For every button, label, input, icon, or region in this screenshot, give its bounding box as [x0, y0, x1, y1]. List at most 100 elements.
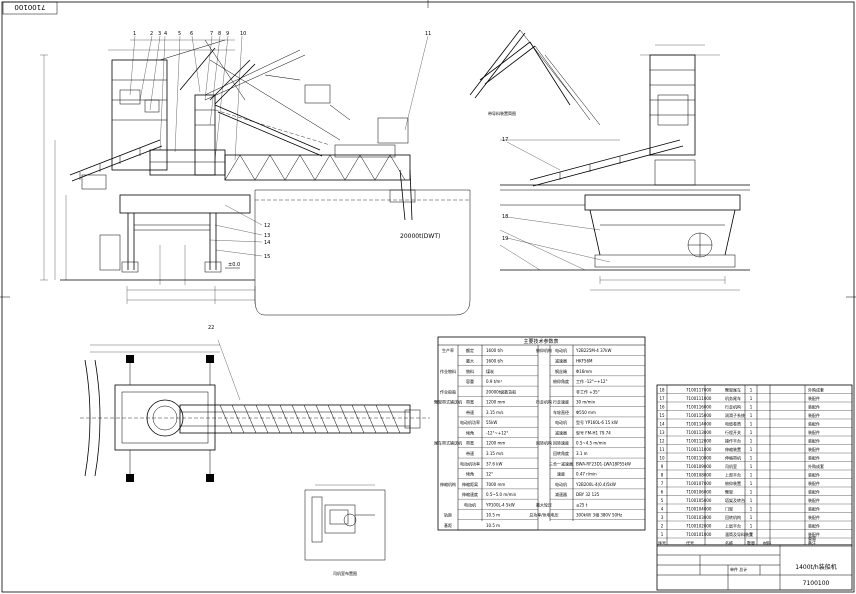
side-elevation-view: 20000t(DWT) ±0.0: [40, 31, 471, 316]
param-name: 伸缩距离: [462, 481, 478, 487]
parts-header-cell: 材料: [763, 540, 771, 546]
parts-cell: 1: [750, 413, 753, 418]
param-value: 30 m/min: [576, 400, 596, 405]
param-value: Φ16mm: [576, 369, 592, 374]
param-group: 行走机构: [536, 399, 552, 405]
callout-4: 4: [164, 31, 167, 37]
parts-cell: 11: [659, 447, 665, 452]
parts-cell: 外购成套: [808, 387, 824, 393]
param-value: 型号 YP160L-6 15 kW: [576, 419, 618, 425]
parts-cell: 7100104000: [686, 507, 712, 512]
param-name: 电动机: [555, 481, 567, 487]
parts-header-cell: 名称: [725, 540, 733, 546]
parts-cell: 操作平台: [725, 438, 741, 444]
parts-cell: 装配件: [808, 421, 820, 427]
param-name: 带速: [466, 409, 474, 415]
parts-cell: 装配件: [808, 497, 820, 503]
parts-cell: 1: [750, 388, 753, 393]
parts-cell: 1: [661, 532, 664, 537]
parts-cell: 行走机构: [725, 404, 741, 410]
parts-cell: 装配件: [808, 438, 820, 444]
param-value: YP100L-4 5kW: [485, 502, 515, 507]
callout-3: 3: [158, 31, 161, 37]
end-view-label: 带导料装置简图: [488, 110, 516, 116]
parts-cell: 外购成套: [808, 463, 824, 469]
parts-cell: 7100115000: [686, 413, 712, 418]
param-value: ≤25 t: [576, 502, 588, 507]
parts-cell: 溜筒及导料装置: [725, 531, 753, 537]
param-value: 1600 t/h: [486, 348, 503, 353]
callout-14: 14: [264, 240, 270, 246]
param-value: 煤炭: [486, 368, 494, 374]
parts-cell: 14: [659, 422, 665, 427]
param-value: 10.5 m: [486, 513, 500, 518]
parts-cell: 装配件: [808, 395, 820, 401]
param-value: 20000t级散货船: [486, 388, 516, 394]
param-name: 电动机: [555, 347, 567, 353]
param-group: 轨距: [444, 512, 452, 518]
callouts-top: 1 2 3 4 5 6 7 8 9 10 11: [133, 31, 431, 37]
parts-cell: 7100114000: [686, 422, 712, 427]
callout-9: 9: [226, 31, 229, 37]
parts-cell: 上部平台: [725, 472, 741, 478]
parts-cell: 1: [750, 473, 753, 478]
param-name: 带宽: [466, 440, 474, 446]
parts-cell: 装配件: [808, 523, 820, 529]
param-name: 容重: [466, 378, 474, 384]
param-value: -12°~+12°: [486, 430, 508, 435]
param-value: BWA-RF23D1-LWA18P55kW: [576, 461, 631, 466]
param-value: DBY 32 125: [576, 492, 600, 497]
parts-cell: 装配件: [808, 514, 820, 520]
stamp-box: 7100100: [2, 1, 58, 15]
parts-cell: 6: [661, 490, 664, 495]
plan-truss-web: [219, 404, 401, 434]
param-group: 作业船舶: [440, 388, 456, 394]
callout-22: 22: [208, 325, 214, 331]
param-value: HKF56M: [576, 358, 593, 363]
parts-cell: 15: [659, 413, 665, 418]
parts-cell: 7100108000: [686, 473, 712, 478]
parts-cell: 1: [750, 422, 753, 427]
param-group: 基距: [444, 522, 452, 528]
parts-cell: 7100109000: [686, 464, 712, 469]
parts-cell: 装配件: [808, 472, 820, 478]
parts-cell: 12: [659, 439, 665, 444]
cab-layout-view: 司机室布置图: [304, 484, 386, 576]
cab-layout-label: 司机室布置图: [333, 570, 357, 576]
parts-header-cell: 备注: [808, 540, 816, 546]
parts-cell: 塔架及转台: [725, 497, 745, 503]
mass-label: 重量: [808, 535, 816, 541]
truss-web: [224, 154, 406, 181]
param-name: 电动机: [555, 419, 567, 425]
param-name: 车轮直径: [553, 409, 569, 415]
parts-header: 序号代号名称数量材料备注: [657, 540, 852, 547]
callout-1: 1: [133, 31, 136, 37]
param-value: 7000 mm: [486, 482, 505, 487]
parts-cell: 8: [661, 473, 664, 478]
parts-cell: 2: [661, 524, 664, 529]
drawing-title: 1400t/h装船机: [795, 563, 836, 571]
param-group: 尾车带式输送机: [434, 440, 462, 446]
param-value: 55kW: [486, 420, 497, 425]
param-value: 0.47 r/min: [576, 472, 597, 477]
param-value: 3.15 m/s: [486, 451, 504, 456]
param-value: 工作 -12°~+12°: [576, 378, 608, 384]
parts-cell: 16: [659, 405, 665, 410]
param-group: 总功率/供电电压: [529, 512, 558, 518]
callout-2: 2: [150, 31, 153, 37]
parts-cell: 7100105000: [686, 498, 712, 503]
param-group: 伸缩机构: [440, 481, 456, 487]
parts-cell: 伸缩带机: [725, 455, 741, 461]
param-group: 作业物料: [440, 368, 456, 374]
parts-cell: 装配件: [808, 489, 820, 495]
param-value: 3.1 m: [576, 451, 588, 456]
parts-cell: 电缆卷筒: [725, 421, 741, 427]
param-value: 0.5~4.5 m/min: [576, 441, 607, 446]
parts-header-cell: 代号: [686, 540, 694, 546]
parts-cell: 装配件: [808, 446, 820, 452]
param-name: 倾角: [466, 429, 474, 435]
param-name: 俯仰角度: [553, 378, 569, 384]
